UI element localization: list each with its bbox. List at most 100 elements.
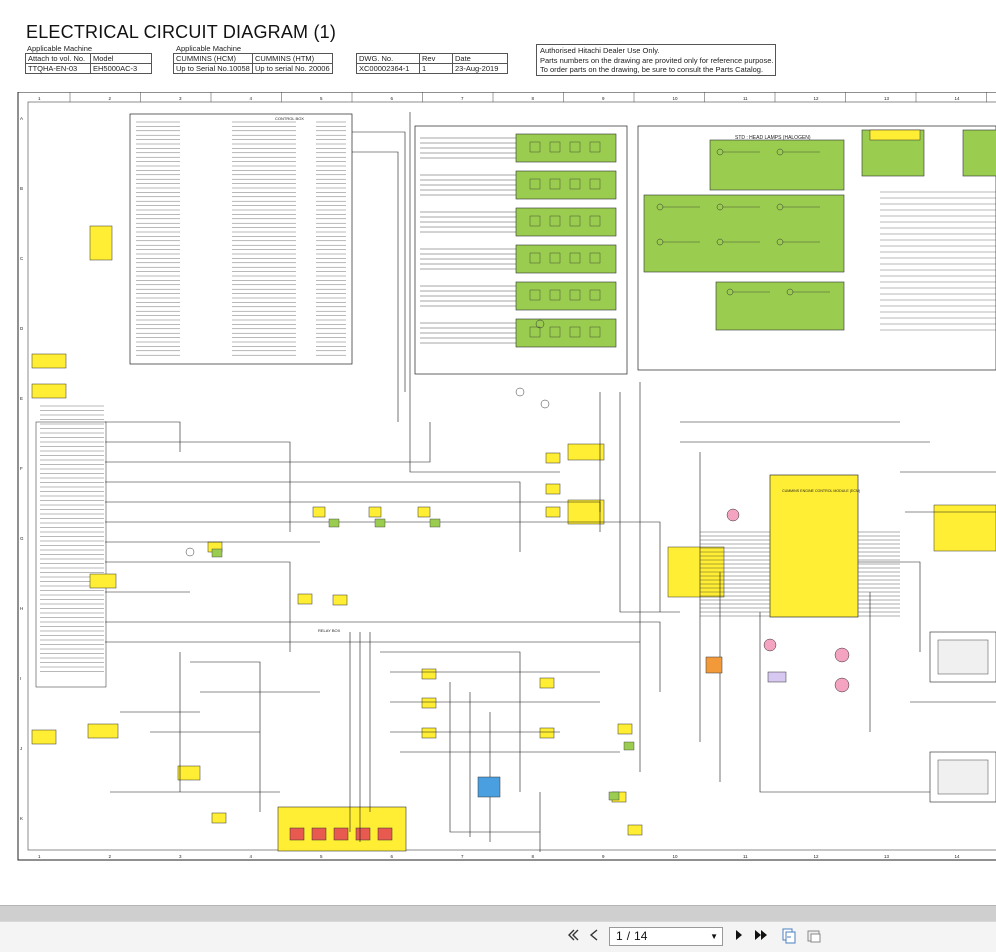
applicable-caption: Applicable Machine [176, 44, 242, 53]
dwg-value-rev: 1 [419, 63, 453, 74]
drawing-sheet: ELECTRICAL CIRCUIT DIAGRAM (1) Applicabl… [17, 22, 996, 861]
next-page-icon[interactable] [731, 928, 747, 946]
yellow-connector-box [627, 824, 643, 836]
page-selector[interactable]: 1/14 ▼ [609, 927, 723, 946]
grid-column-label: 9 [602, 96, 605, 101]
green-component [429, 518, 441, 528]
grid-column-label: 7 [461, 854, 464, 859]
notice-line: Parts numbers on the drawing are provite… [540, 55, 774, 65]
green-relay-module [515, 244, 617, 274]
control-box-rows [136, 121, 346, 356]
dwg-table: DWG. No. Rev Date XC00002364-1 1 23-Aug-… [356, 53, 508, 74]
wiring [105, 112, 996, 852]
orange-component [705, 656, 723, 674]
yellow-connector-box [297, 593, 313, 605]
connector-symbol [540, 399, 550, 409]
notice-line: Authorised Hitachi Dealer Use Only. [540, 46, 660, 55]
grid-column-label: 13 [884, 96, 890, 101]
yellow-connector-box [368, 506, 382, 518]
ecm-label: CUMMINS ENGINE CONTROL MODULE (ECM) [782, 489, 860, 493]
purple-component [767, 671, 787, 683]
yellow-connector-box [539, 727, 555, 739]
grid-column-label: 4 [250, 96, 253, 101]
yellow-connector-box [933, 504, 996, 552]
yellow-connector-box [539, 677, 555, 689]
relay-red-blocks [289, 827, 393, 841]
green-component [374, 518, 386, 528]
grid-column-label: 6 [391, 96, 394, 101]
pink-sensor [763, 638, 777, 652]
yellow-connector-box [545, 483, 561, 495]
notice-line: To order parts on the drawing, be sure t… [540, 65, 764, 74]
attach-header-vol: Attach to vol. No. [25, 53, 91, 64]
yellow-connector-box [87, 723, 119, 739]
grid-column-label: 10 [673, 854, 679, 859]
yellow-connector-box [312, 506, 326, 518]
grid-row-label: E [20, 396, 23, 401]
grid-column-label: 1 [38, 854, 41, 859]
relay-box-label: RELAY BOX [318, 628, 341, 633]
relay-red-block [377, 827, 393, 841]
grid-row-label: H [20, 606, 23, 611]
grid-column-label: 9 [602, 854, 605, 859]
yellow-connector-box [421, 697, 437, 709]
green-relay-module [515, 318, 617, 348]
headlamp-details [656, 148, 996, 331]
yellow-connector-box [31, 353, 67, 369]
prev-page-icon[interactable] [586, 928, 602, 946]
diagram-inner-frame [27, 101, 996, 851]
grid-column-label: 6 [391, 854, 394, 859]
grid-column-label: 12 [814, 96, 820, 101]
pink-sensor [834, 647, 850, 663]
grid-column-label: 14 [955, 96, 961, 101]
applicable-value-htm: Up to serial No. 20006 [252, 63, 333, 74]
applicable-header-hcm: CUMMINS (HCM) [173, 53, 253, 64]
grid-column-label: 14 [955, 854, 961, 859]
yellow-connector-box [421, 727, 437, 739]
grid-column-label: 3 [179, 854, 182, 859]
yellow-connector-box [332, 594, 348, 606]
grid-row-label: I [20, 676, 21, 681]
yellow-connector-box [567, 443, 605, 461]
grid-row-label: C [20, 256, 24, 261]
fullscreen-icon[interactable] [805, 928, 823, 946]
copy-icon[interactable] [780, 928, 798, 946]
grid-column-label: 10 [673, 96, 679, 101]
attach-header-model: Model [90, 53, 152, 64]
yellow-connector-box [545, 452, 561, 464]
control-box-label: CONTROL BOX [275, 116, 304, 121]
small-components [185, 319, 635, 801]
first-page-icon[interactable] [563, 928, 581, 946]
yellow-connector-box [89, 573, 117, 589]
grid-row-label: G [20, 536, 24, 541]
headlamp-module-2 [643, 194, 845, 273]
yellow-connector-box [567, 499, 605, 525]
relay-red-block [355, 827, 371, 841]
relay-red-block [289, 827, 305, 841]
viewer-scroll-strip[interactable] [0, 905, 996, 922]
dwg-value-no: XC00002364-1 [356, 63, 420, 74]
headlamp-module-3 [715, 281, 845, 331]
attach-value-vol: TTQHA-EN-03 [25, 63, 91, 74]
page-separator: / [626, 929, 631, 943]
grid-column-label: 11 [743, 854, 748, 859]
dealer-notice: Authorised Hitachi Dealer Use Only. Part… [536, 44, 776, 76]
pink-sensor [834, 677, 850, 693]
last-page-icon[interactable] [752, 928, 770, 946]
applicable-header-htm: CUMMINS (HTM) [252, 53, 333, 64]
grid-column-label: 4 [250, 854, 253, 859]
grid-column-label: 3 [179, 96, 182, 101]
connector-symbol [535, 319, 545, 329]
grid-column-label: 1 [38, 96, 41, 101]
yellow-connector-box [421, 668, 437, 680]
attach-table: Attach to vol. No. Model TTQHA-EN-03 EH5… [25, 53, 152, 74]
pdf-viewer-toolbar: 1/14 ▼ [0, 921, 996, 952]
blue-component [477, 776, 501, 798]
grid-column-label: 2 [109, 854, 112, 859]
applicable-value-hcm: Up to Serial No.10058 [173, 63, 253, 74]
green-relay-module [515, 207, 617, 237]
green-component [328, 518, 340, 528]
